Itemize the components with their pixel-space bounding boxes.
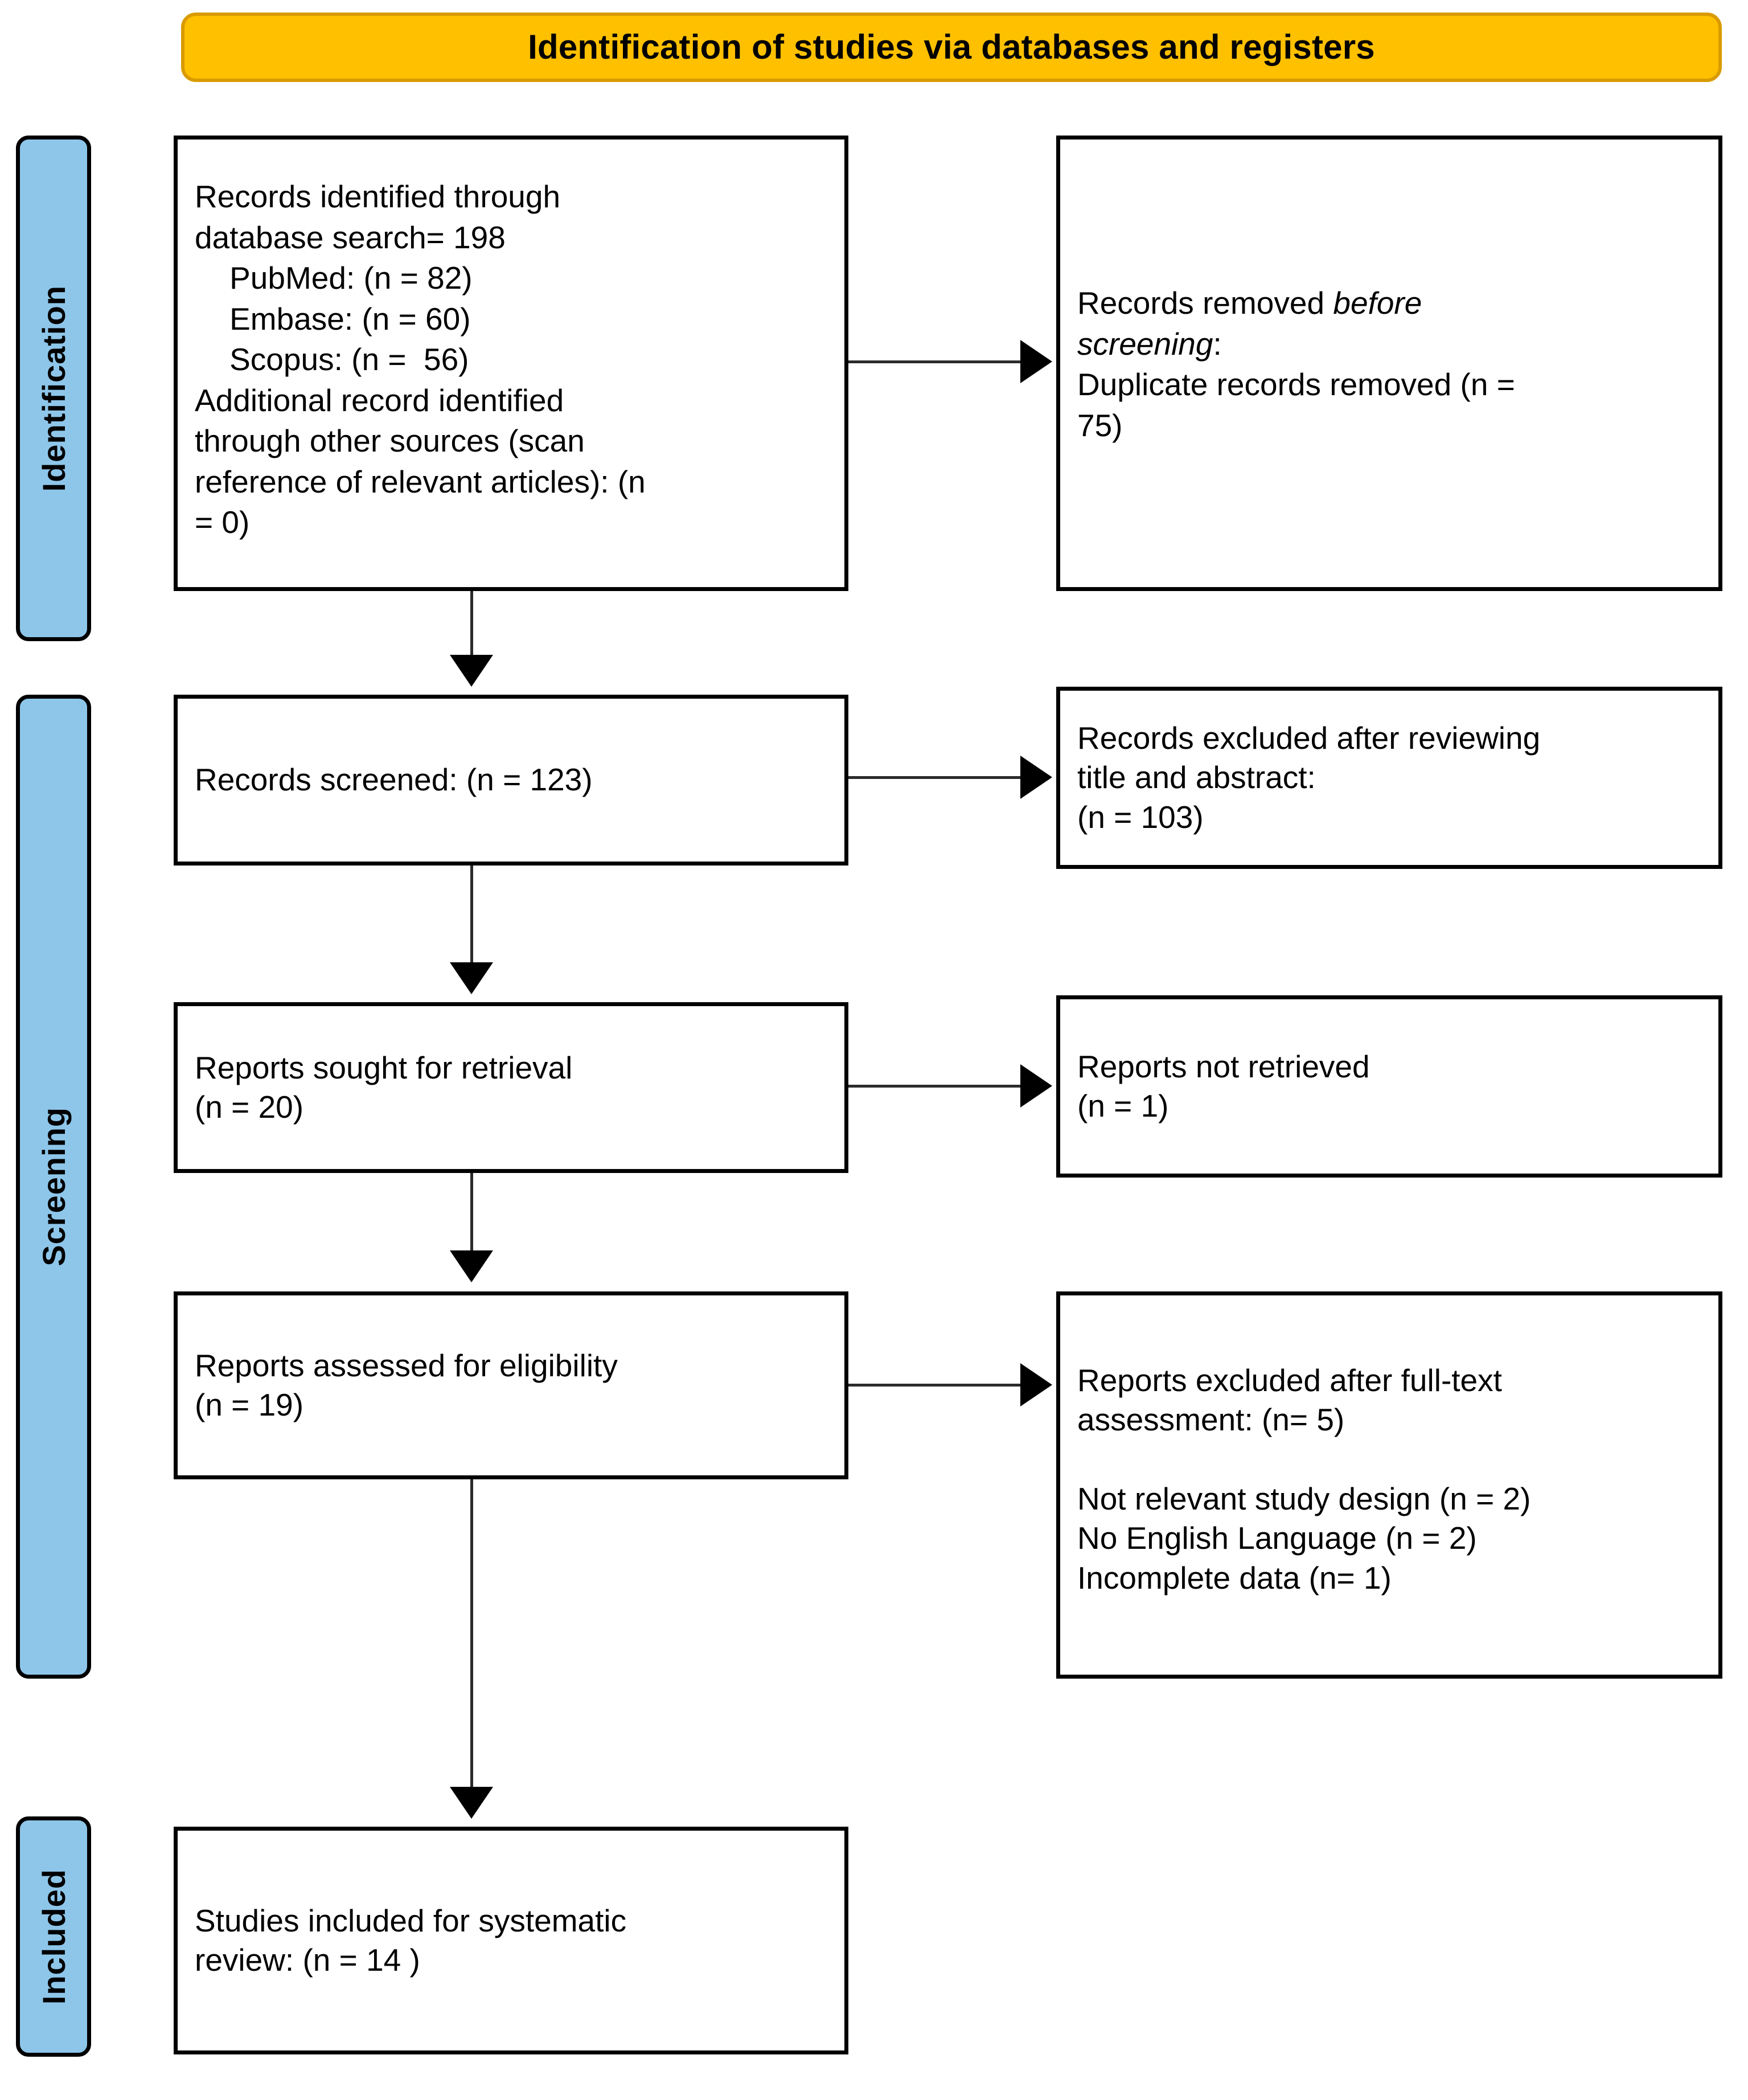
connector-identified-to-screened-line: [470, 591, 473, 664]
connector-assessed-to-included-arrowhead-icon: [450, 1787, 493, 1819]
box-reports-sought-text: Reports sought for retrieval(n = 20): [195, 1049, 573, 1125]
stage-label-included: Included: [16, 1816, 91, 2057]
connector-screened-to-sought-arrowhead-icon: [450, 962, 493, 994]
connector-screened-to-sought-line: [470, 866, 473, 971]
box-records-screened: Records screened: (n = 123): [174, 695, 848, 866]
box-reports-sought-for-retrieval: Reports sought for retrieval(n = 20): [174, 1002, 848, 1173]
box-reports-not-retrieved-text: Reports not retrieved(n = 1): [1077, 1048, 1370, 1123]
box-reports-assessed-text: Reports assessed for eligibility(n = 19): [195, 1347, 618, 1422]
connector-assessed-to-included-line: [470, 1479, 473, 1796]
box-records-screened-text: Records screened: (n = 123): [195, 762, 593, 798]
stage-label-text: Included: [35, 1868, 72, 2005]
banner-title: Identification of studies via databases …: [528, 28, 1375, 66]
connector-screened-to-excluded-arrowhead-icon: [1020, 756, 1052, 799]
connector-screened-to-excluded-line: [848, 776, 1024, 779]
connector-assessed-to-excludedfull-arrowhead-icon: [1020, 1363, 1052, 1406]
diagram-header-banner: Identification of studies via databases …: [181, 13, 1722, 82]
stage-label-text: Identification: [35, 285, 72, 492]
box-reports-assessed-for-eligibility: Reports assessed for eligibility(n = 19): [174, 1291, 848, 1479]
connector-sought-to-notretrieved-line: [848, 1085, 1024, 1088]
connector-sought-to-assessed-arrowhead-icon: [450, 1250, 493, 1282]
stage-label-identification: Identification: [16, 136, 91, 641]
connector-identified-to-screened-arrowhead-icon: [450, 655, 493, 687]
connector-sought-to-assessed-line: [470, 1173, 473, 1260]
connector-sought-to-notretrieved-arrowhead-icon: [1020, 1064, 1052, 1108]
stage-label-text: Screening: [35, 1107, 72, 1266]
connector-identified-to-removed-arrowhead-icon: [1020, 340, 1052, 383]
stage-label-screening: Screening: [16, 695, 91, 1679]
connector-assessed-to-excludedfull-line: [848, 1384, 1024, 1387]
connector-identified-to-removed-line: [848, 360, 1024, 363]
box-reports-not-retrieved: Reports not retrieved(n = 1): [1056, 995, 1722, 1178]
